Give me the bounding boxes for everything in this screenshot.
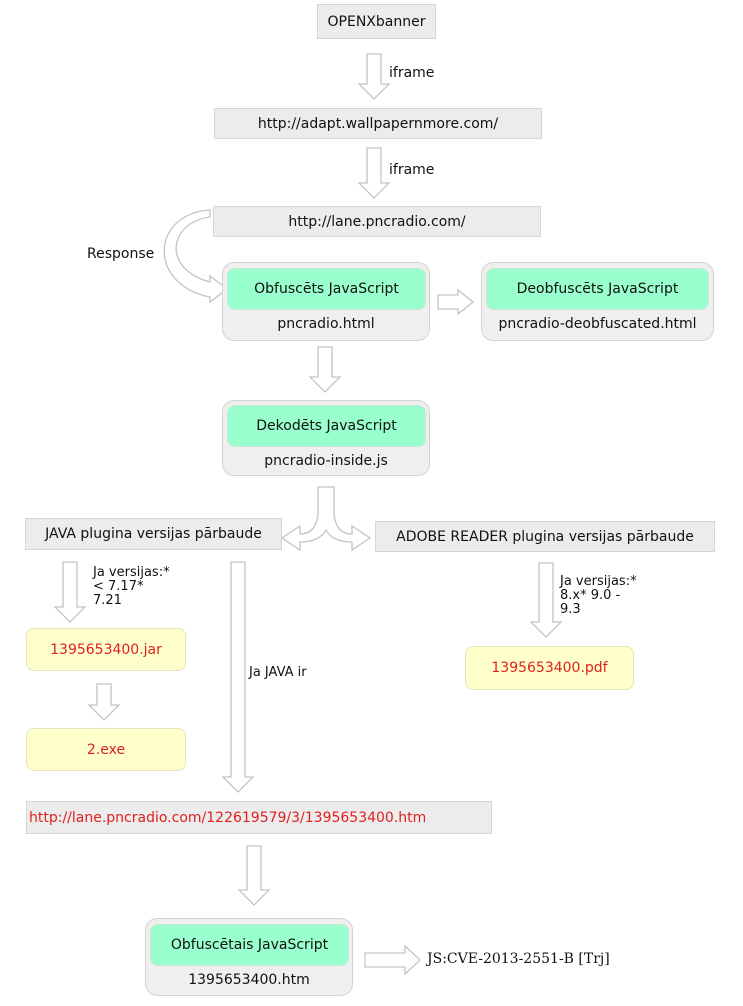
response-label: Response [87, 246, 155, 262]
adobe-version-line-1: Ja versijas:* [560, 574, 637, 589]
lane-url-box: http://lane.pncradio.com/ [213, 206, 541, 237]
adobe-check-box: ADOBE READER plugina versijas pārbaude [375, 521, 715, 552]
java-check-box: JAVA plugina versijas pārbaude [25, 518, 282, 550]
arrow-right-detection [364, 944, 421, 976]
arrow-down-3 [308, 346, 342, 393]
java-version-line-2: < 7.17* [93, 579, 144, 594]
adobe-check-label: ADOBE READER plugina versijas pārbaude [396, 528, 694, 545]
jar-file-box: 1395653400.jar [26, 628, 186, 671]
arrow-right-deobf [437, 288, 475, 316]
adapt-url-label: http://adapt.wallpapernmore.com/ [257, 115, 499, 132]
obfuscated-file-label: pncradio.html [277, 316, 375, 332]
openx-banner-label: OPENXbanner [327, 13, 426, 30]
arrow-down-1 [357, 53, 391, 100]
final-obfuscated-js-label: Obfuscētais JavaScript [170, 937, 329, 953]
java-version-line-3: 7.21 [93, 593, 122, 608]
jar-file-label: 1395653400.jar [50, 641, 162, 658]
java-check-label: JAVA plugina versijas pārbaude [45, 526, 262, 542]
final-htm-file-label: 1395653400.htm [188, 972, 310, 988]
obfuscated-js-box: Obfuscēts JavaScript [227, 268, 426, 310]
arrow-down-long [221, 561, 255, 793]
decoded-js-label: Dekodēts JavaScript [256, 418, 397, 434]
exe-file-box: 2.exe [26, 728, 186, 771]
payload-url-label: http://lane.pncradio.com/122619579/3/139… [29, 809, 427, 826]
arrow-down-4 [237, 845, 271, 906]
decoded-js-box: Dekodēts JavaScript [227, 405, 426, 447]
java-version-line-1: Ja versijas:* [93, 565, 170, 580]
adobe-version-label: Ja versijas:* 8.x* 9.0 - 9.3 [560, 575, 637, 617]
java-version-label: Ja versijas:* < 7.17* 7.21 [93, 566, 170, 608]
exe-file-label: 2.exe [86, 741, 126, 758]
decoded-file-label: pncradio-inside.js [264, 453, 388, 469]
ja-java-label: Ja JAVA ir [249, 665, 307, 680]
iframe-label-2: iframe [389, 162, 435, 178]
arrow-response-curve [163, 209, 229, 304]
pdf-file-label: 1395653400.pdf [491, 660, 608, 676]
adapt-url-box: http://adapt.wallpapernmore.com/ [214, 108, 542, 139]
deobfuscated-file-label: pncradio-deobfuscated.html [498, 316, 697, 332]
final-obfuscated-js-box: Obfuscētais JavaScript [150, 924, 349, 966]
deobfuscated-js-label: Deobfuscēts JavaScript [516, 281, 679, 297]
lane-url-label: http://lane.pncradio.com/ [288, 213, 466, 230]
arrow-split [280, 486, 372, 552]
iframe-label-1: iframe [389, 65, 435, 81]
arrow-down-java [53, 561, 87, 623]
openx-banner-box: OPENXbanner [317, 4, 436, 39]
pdf-file-box: 1395653400.pdf [465, 646, 634, 690]
detection-label: JS:CVE-2013-2551-B [Trj] [427, 951, 610, 967]
arrow-down-2 [357, 147, 391, 199]
adobe-version-line-3: 9.3 [560, 602, 581, 617]
obfuscated-js-label: Obfuscēts JavaScript [254, 281, 399, 297]
arrow-down-adobe [529, 562, 563, 638]
deobfuscated-js-box: Deobfuscēts JavaScript [486, 268, 709, 310]
arrow-down-jar [87, 683, 121, 721]
adobe-version-line-2: 8.x* 9.0 - [560, 588, 621, 603]
payload-url-box: http://lane.pncradio.com/122619579/3/139… [26, 801, 492, 834]
